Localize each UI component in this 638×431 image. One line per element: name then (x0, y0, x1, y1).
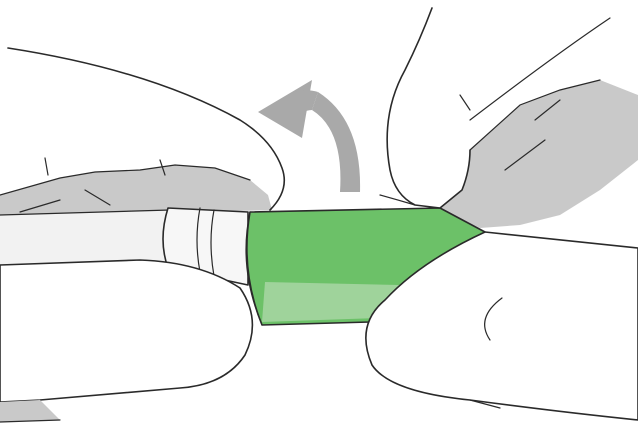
right-hand-lower-fingers (365, 231, 638, 421)
green-cap (245, 207, 486, 326)
left-hand-front-fingers (0, 259, 254, 423)
rotate-arrow-icon (258, 80, 361, 192)
right-hand-thumb (379, 7, 611, 209)
left-hand-top (7, 47, 286, 211)
device-body (0, 209, 171, 265)
left-hand-back-fingers (0, 157, 272, 216)
